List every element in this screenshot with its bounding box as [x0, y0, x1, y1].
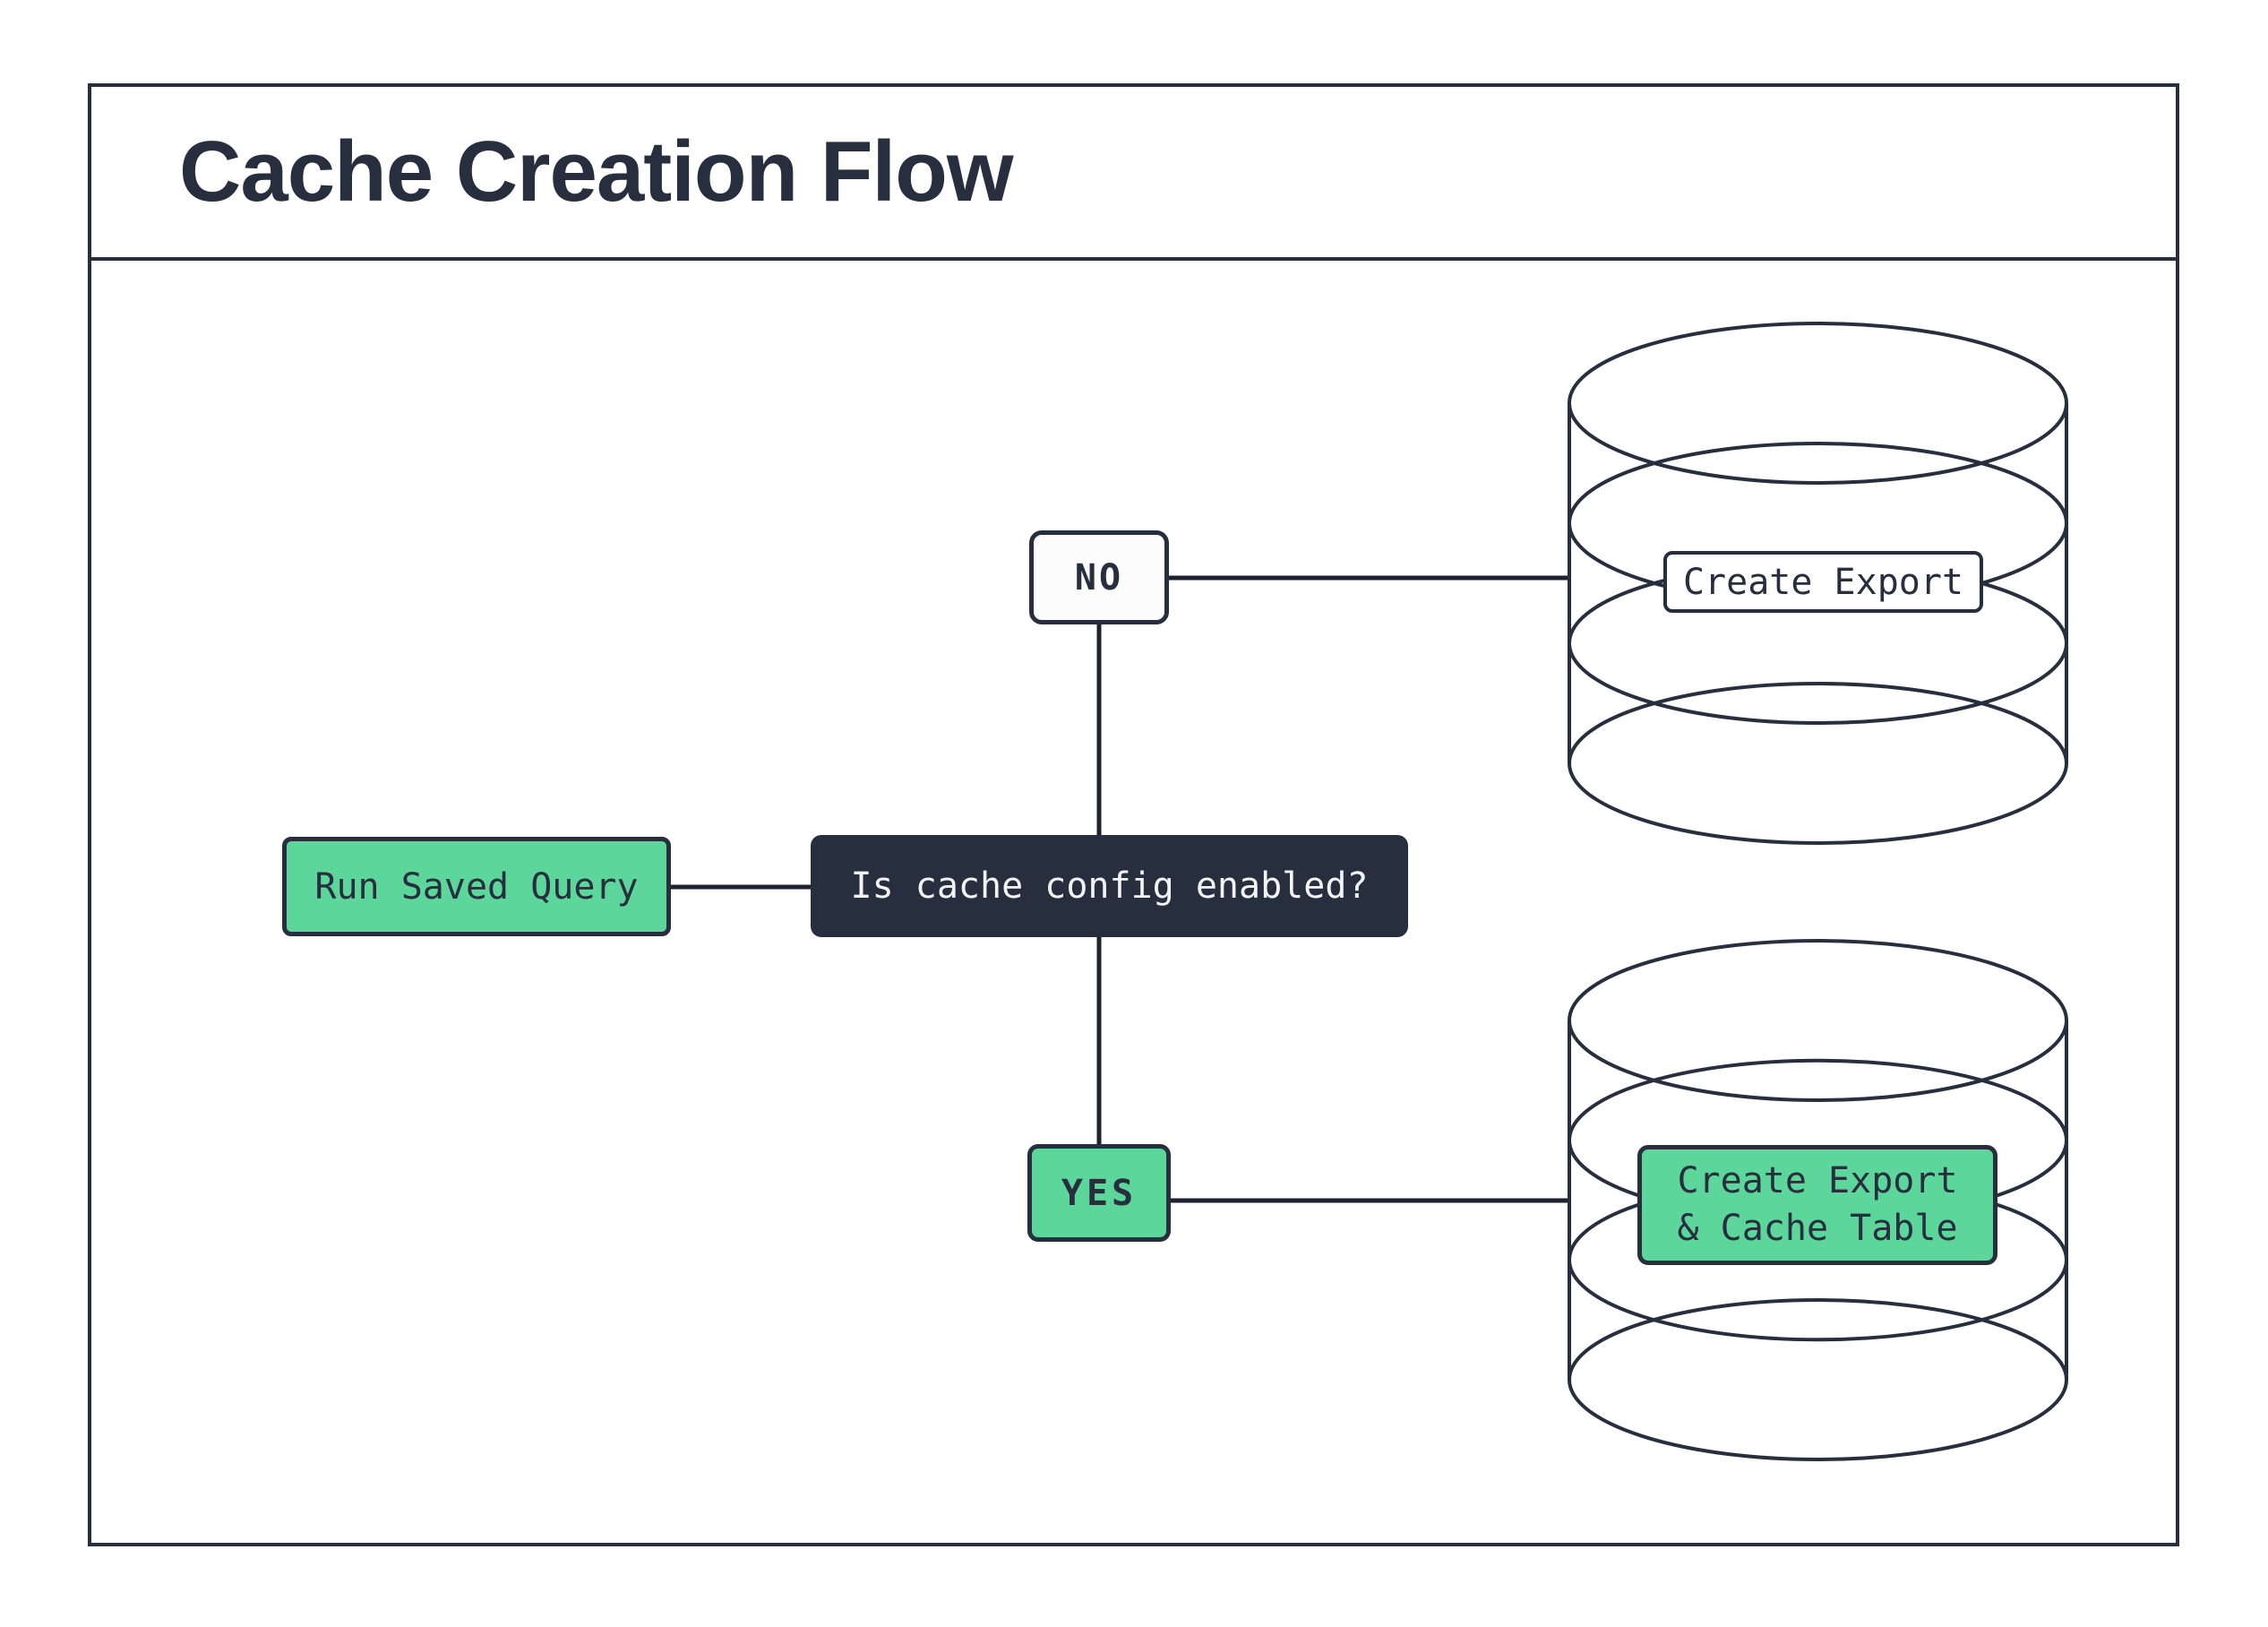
connectors: [671, 578, 1569, 1201]
create-export-label: Create Export: [1663, 551, 1983, 613]
title-bar: Cache Creation Flow: [91, 87, 2176, 261]
yes-branch-label: YES: [1061, 1172, 1138, 1214]
decision-label: Is cache config enabled?: [850, 865, 1369, 907]
create-export-text: Create Export: [1682, 561, 1964, 603]
create-export-cache-line2: & Cache Table: [1677, 1208, 1958, 1249]
run-saved-query-node: Run Saved Query: [282, 837, 671, 936]
diagram-frame: Cache Creation Flow: [88, 83, 2179, 1546]
decision-node: Is cache config enabled?: [811, 835, 1408, 937]
create-export-cache-label: Create Export & Cache Table: [1637, 1145, 1997, 1265]
page-title: Cache Creation Flow: [179, 124, 1013, 220]
create-export-cache-line1: Create Export: [1677, 1160, 1958, 1202]
run-saved-query-label: Run Saved Query: [314, 865, 639, 908]
no-branch-node: NO: [1029, 530, 1169, 624]
no-branch-label: NO: [1074, 556, 1124, 598]
yes-branch-node: YES: [1027, 1144, 1171, 1242]
